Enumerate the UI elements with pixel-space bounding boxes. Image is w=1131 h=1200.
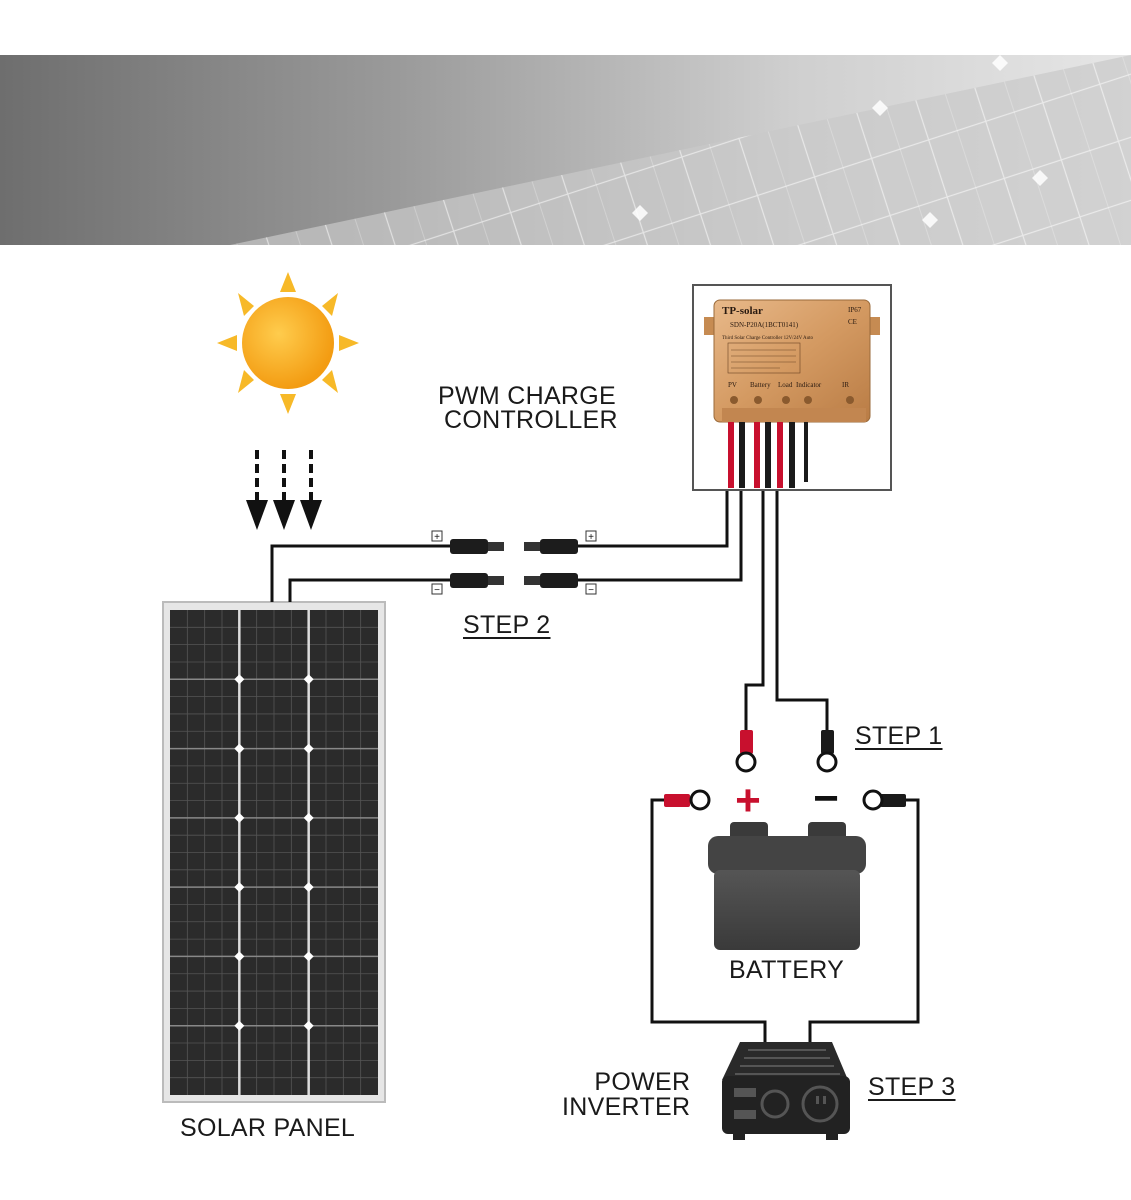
controller-label: PWM CHARGE CONTROLLER [438,382,618,434]
panel-negative-lead [288,578,450,602]
sunlight-arrowheads [246,500,322,530]
mc4-connector-negative-female: − [524,573,597,596]
solar-panel-label: SOLAR PANEL [180,1114,356,1142]
ring-terminal-negative [816,730,838,773]
controller-model: SDN-P20A(1BCT0141) [730,321,799,329]
sun-icon [217,272,359,414]
pwm-charge-controller: TP-solar IP67 CE SDN-P20A(1BCT0141) Thir… [692,284,892,491]
controller-ip-rating: IP67 [848,306,862,314]
mc4-connector-positive-male: + [431,530,504,554]
solar-panel [162,601,386,1103]
step-3-label: STEP 3 [868,1073,956,1101]
inverter-leads [650,798,920,1045]
battery-ring-terminal-negative [862,789,906,811]
pv-wires-to-controller [578,490,743,582]
panel-cell-diamond [303,743,314,754]
panel-cell-diamond [234,812,245,823]
battery-wires-from-controller [744,490,829,730]
panel-cell-diamond [303,882,314,893]
controller-port-load: Load [778,381,793,389]
panel-cell-diamond [234,1020,245,1031]
controller-ce-mark: CE [848,318,857,326]
controller-label-line2: CONTROLLER [444,406,618,434]
mc4-connector-positive-female: + [524,530,597,554]
panel-cell-diamond [303,674,314,685]
battery-icon [708,822,866,950]
battery-minus-sign: − [813,774,839,823]
inverter-label-line2: INVERTER [562,1093,691,1121]
battery-plus-sign: + [735,776,761,825]
controller-port-indicator: Indicator [796,381,822,389]
panel-cell-diamond [234,743,245,754]
panel-cell-grid [170,610,378,1095]
connector-plus-mark: + [588,532,594,543]
panel-positive-lead [270,544,450,602]
inverter-label: POWER INVERTER [562,1070,690,1120]
controller-subtitle: Third Solar Charge Controller 12V/24V Au… [722,336,814,341]
controller-port-pv: PV [728,381,737,389]
step-2-label: STEP 2 [463,611,551,639]
inverter-label-line1: POWER [594,1068,691,1096]
panel-cell-diamond [234,674,245,685]
connector-minus-mark: − [434,585,440,596]
panel-cell-diamond [303,1020,314,1031]
panel-cell-diamond [303,951,314,962]
step-1-label: STEP 1 [855,722,943,750]
battery-label: BATTERY [729,956,845,984]
battery-ring-terminal-positive [664,789,711,811]
sunlight-arrows-icon [255,450,313,505]
panel-cell-diamond [234,951,245,962]
header-banner [0,55,1131,245]
panel-cell-diamond [234,882,245,893]
power-inverter-icon [722,1042,850,1140]
connector-minus-mark: − [588,585,594,596]
ring-terminal-positive [735,730,757,773]
controller-port-battery: Battery [750,381,771,389]
mc4-connector-negative-male: − [431,573,504,596]
controller-port-ir: IR [842,381,849,389]
controller-label-line1: PWM CHARGE [438,382,616,410]
controller-brand: TP-solar [722,305,763,317]
panel-cell-diamond [303,812,314,823]
connector-plus-mark: + [434,532,440,543]
